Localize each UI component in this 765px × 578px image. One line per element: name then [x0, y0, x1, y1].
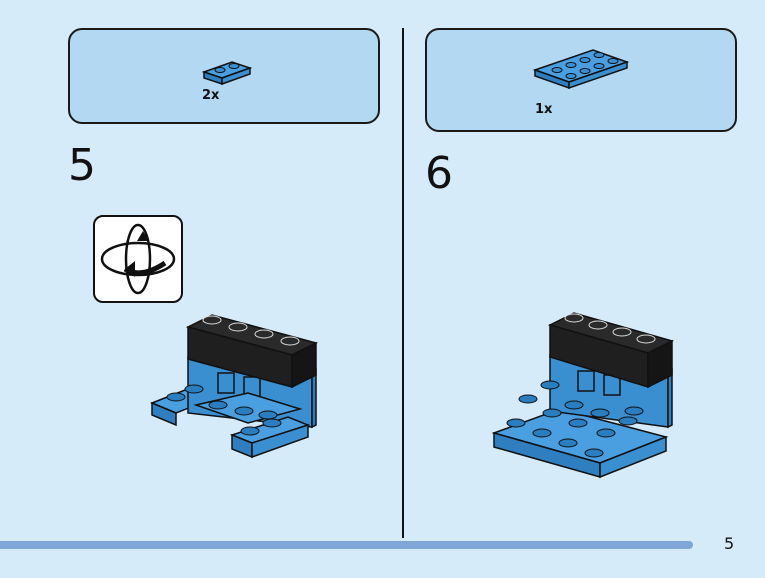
parts-quantity: 2x — [202, 88, 220, 103]
plate-2x4-icon — [532, 49, 630, 90]
plate-1x2-icon — [201, 61, 253, 86]
parts-quantity: 1x — [535, 102, 553, 117]
parts-callout-step-6: 1x — [425, 28, 737, 132]
model-step-6 — [491, 312, 675, 479]
rotate-model-icon — [100, 223, 176, 295]
rotate-indicator — [93, 215, 183, 303]
step-number-6: 6 — [425, 148, 453, 199]
model-step-5 — [150, 314, 319, 459]
step-number-5: 5 — [68, 140, 96, 191]
page-footer-bar — [0, 541, 693, 549]
step-divider — [402, 28, 404, 538]
parts-callout-step-5: 2x — [68, 28, 380, 124]
page-number: 5 — [724, 534, 735, 553]
